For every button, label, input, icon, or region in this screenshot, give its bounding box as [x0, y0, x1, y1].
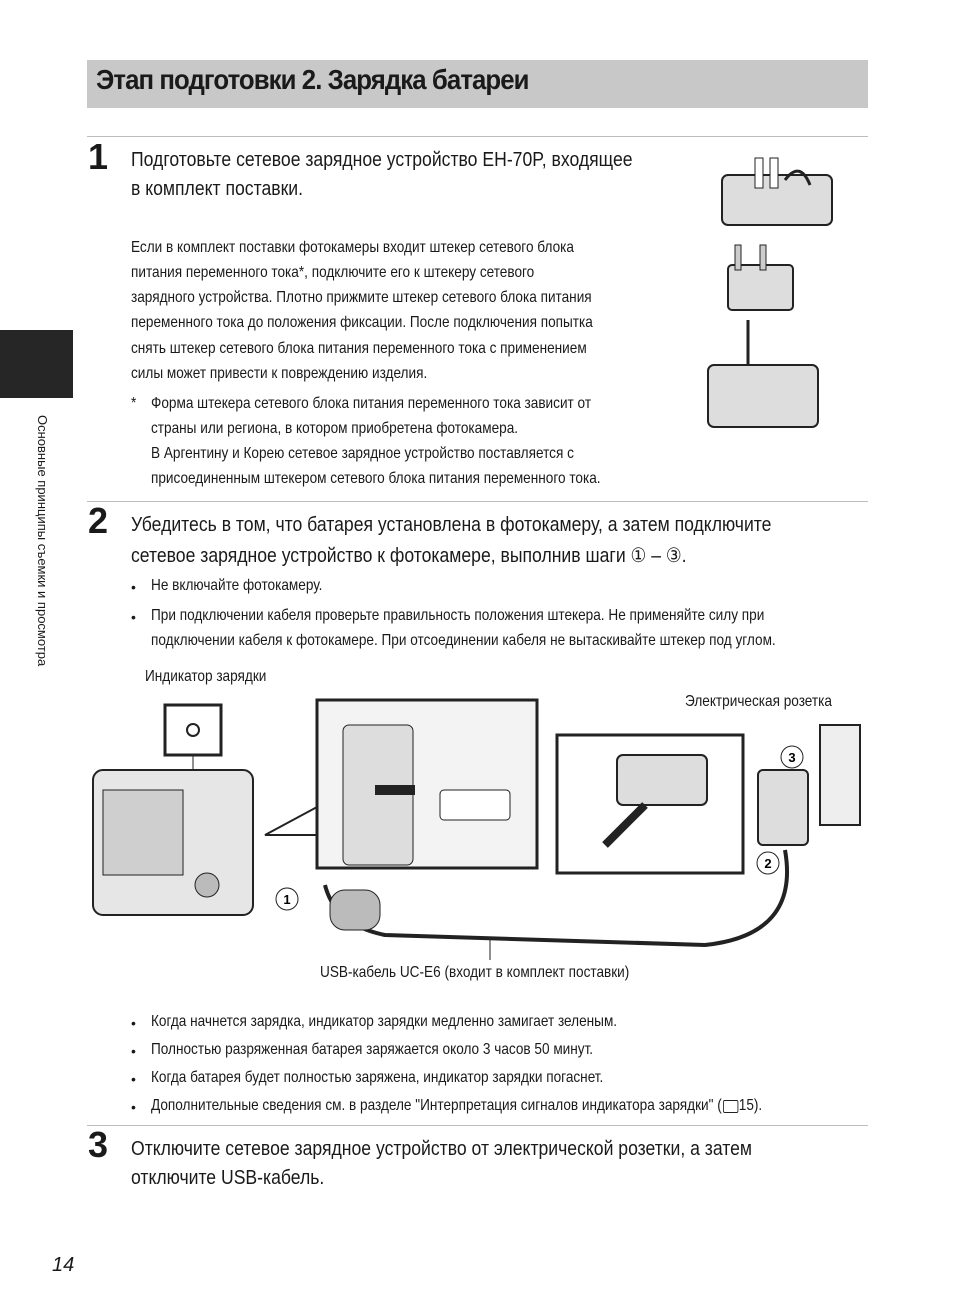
callout-1: 1: [283, 892, 290, 907]
step1-body: зарядного устройства. Плотно прижмите шт…: [131, 289, 592, 306]
bullet-icon: •: [131, 609, 136, 625]
footnote-mark: *: [131, 395, 137, 412]
step3-heading: отключите USB-кабель.: [131, 1167, 325, 1189]
note-text: Полностью разряженная батарея заряжается…: [151, 1041, 594, 1058]
indicator-label: Индикатор зарядки: [145, 668, 267, 685]
divider: [87, 1125, 868, 1126]
connection-diagram: 1 2 3: [92, 698, 861, 960]
bullet-icon: •: [131, 1015, 136, 1031]
callout-3: 3: [788, 750, 795, 765]
step1-body: силы может привести к повреждению издели…: [131, 365, 428, 382]
footnote: присоединенным штекером сетевого блока п…: [151, 470, 601, 487]
page-number: 14: [52, 1254, 75, 1276]
step-number: 2: [88, 500, 109, 541]
callout-2: 2: [764, 856, 771, 871]
bullet-icon: •: [131, 1099, 136, 1115]
section-label: Основные принципы съемки и просмотра: [35, 415, 50, 667]
title-bar: [87, 60, 868, 108]
step2-heading: сетевое зарядное устройство к фотокамере…: [131, 545, 687, 567]
bullet-icon: •: [131, 579, 136, 595]
bullet-icon: •: [131, 1071, 136, 1087]
divider: [87, 136, 868, 137]
step1-body: снять штекер сетевого блока питания пере…: [131, 340, 587, 357]
step-number: 3: [88, 1124, 109, 1165]
note-text: Когда начнется зарядка, индикатор зарядк…: [151, 1013, 618, 1030]
step3-heading: Отключите сетевое зарядное устройство от…: [131, 1138, 753, 1160]
footnote: В Аргентину и Корею сетевое зарядное уст…: [151, 445, 574, 462]
divider: [87, 501, 868, 502]
bullet-text: подключении кабеля к фотокамере. При отс…: [151, 632, 776, 649]
footnote: Форма штекера сетевого блока питания пер…: [151, 395, 592, 412]
outlet-label: Электрическая розетка: [685, 693, 832, 710]
note-text: Дополнительные сведения см. в разделе "И…: [151, 1097, 762, 1115]
bullet-icon: •: [131, 1043, 136, 1059]
step1-body: Если в комплект поставки фотокамеры вход…: [131, 239, 574, 256]
step1-body: переменного тока до положения фиксации. …: [131, 314, 593, 331]
bullet-text: Не включайте фотокамеру.: [151, 577, 323, 594]
note-text: Когда батарея будет полностью заряжена, …: [151, 1069, 604, 1086]
bullet-text: При подключении кабеля проверьте правиль…: [151, 607, 765, 624]
step2-heading: Убедитесь в том, что батарея установлена…: [131, 514, 772, 536]
cable-label: USB-кабель UC-E6 (входит в комплект пост…: [320, 964, 630, 981]
page-title: Этап подготовки 2. Зарядка батареи: [96, 64, 529, 95]
step1-heading: Подготовьте сетевое зарядное устройство …: [131, 149, 633, 171]
step1-heading: в комплект поставки.: [131, 178, 304, 200]
footnote: страны или региона, в котором приобретен…: [151, 420, 519, 437]
book-icon: [722, 1099, 738, 1113]
section-tab: [0, 330, 73, 398]
step-number: 1: [88, 136, 109, 177]
step1-body: питания переменного тока*, подключите ег…: [131, 264, 535, 281]
note-text-part: Дополнительные сведения см. в разделе "И…: [151, 1097, 722, 1114]
charger-illustration: [707, 157, 833, 428]
page-reference-link[interactable]: 15).: [738, 1097, 763, 1114]
